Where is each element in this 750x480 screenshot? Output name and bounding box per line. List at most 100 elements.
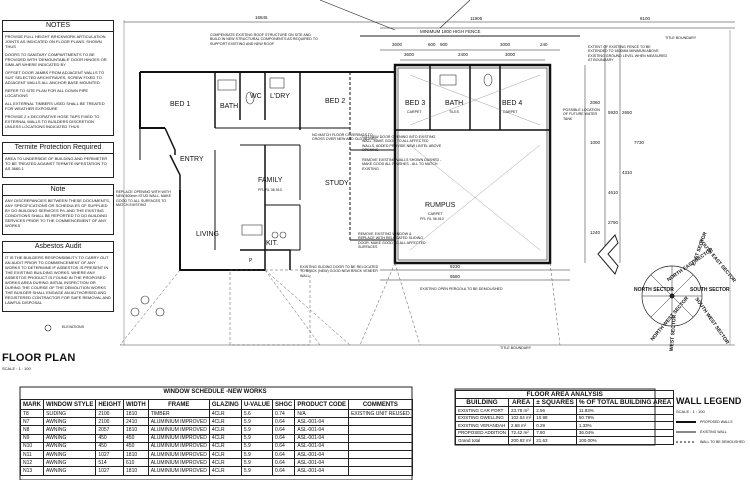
room-bed1: BED 1 [170,101,191,108]
termite-title: Termite Protection Required [3,143,113,154]
note-line: AREA TO UNDERSIDE OF BUILDING AND PERIME… [5,156,108,171]
table-cell: 0.74 [272,408,296,419]
table-cell [348,433,413,443]
table-cell: 0.29 [533,421,577,430]
table-cell: 1810 [123,425,149,435]
table-cell: 0.64 [272,425,296,435]
table-header: BUILDING [454,398,510,407]
note-line: OFFSET DOOR JAMBS FROM ADJACENT WALLS TO… [5,70,105,85]
table-cell: 1810 [123,466,149,476]
table-cell: 0.64 [272,433,296,443]
table-cell: 11.83% [575,406,675,415]
table-cell: N11 [20,449,44,460]
table-cell: ALUMINIUM IMPROVED [147,449,210,460]
dim-3000b: 3000 [500,42,511,47]
room-bath2-finish: TILES [449,110,459,114]
title-boundary-bottom: TITLE BOUNDARY [500,346,532,350]
room-rumpus: RUMPUS [425,202,456,209]
dim-2400: 2400 [458,52,469,57]
area-analysis-title: FLOOR AREA ANALYSIS [454,390,675,399]
table-cell: 4CLR [208,408,242,419]
annotation-tank: POSSIBLE LOCATION OF FUTURE WATER TANK [563,108,600,121]
table-cell: ALUMINIUM IMPROVED [147,466,210,476]
table-cell: ASL-001-04 [294,441,350,451]
note-line: REFER TO SITE PLAN FOR ALL DOWN PIPE LOC… [5,88,89,98]
table-cell: AWNING [42,433,97,443]
table-cell: 1.33% [575,421,675,430]
table-cell: AWNING [42,425,97,435]
table-cell: TIMBER [147,408,210,419]
table-cell: Grand total [454,436,510,445]
table-header: GLAZING [208,399,242,410]
dim-3000a: 3000 [392,42,403,47]
table-cell: N12 [20,458,44,468]
wall-legend-scale: SCALE : 1 : 100 [676,409,705,414]
dim-8100: 8100 [640,16,651,21]
dim-2060: 2060 [590,100,601,105]
table-cell: 4CLR [208,433,242,443]
table-cell: ALUMINIUM IMPROVED [147,433,210,443]
table-header: FRAME [147,399,210,410]
table-cell: 5.9 [240,425,274,435]
dim-7730: 7730 [634,140,645,145]
table-cell: ALUMINIUM IMPROVED [147,441,210,451]
title-boundary-top: TITLE BOUNDARY [665,36,697,40]
table-cell: 0.64 [272,458,296,468]
table-cell: N13 [20,466,44,476]
notes-title: NOTES [3,21,113,32]
table-header: HEIGHT [95,399,125,410]
room-bed3-finish: CARPET [407,110,422,114]
room-rumpus-finish: CARPET [428,212,443,216]
table-cell: 514 [95,458,125,468]
table-cell: ALUMINIUM IMPROVED [147,425,210,435]
notes-box: NOTES PROVIDE FULL HEIGHT BRICKWORK ARTI… [2,20,114,136]
room-rumpus-level: FFL RL 36.910 [420,217,444,221]
room-bed3: BED 3 [405,100,426,107]
table-cell: ALUMINIUM IMPROVED [147,417,210,427]
table-cell [348,441,413,451]
table-cell: 5.9 [240,433,274,443]
wall-legend-title: WALL LEGEND [676,396,742,406]
table-cell [348,449,413,460]
table-cell: ASL-001-04 [294,466,350,476]
table-cell [348,425,413,435]
table-cell: 1810 [123,449,149,460]
table-cell: 21.63 [533,436,577,445]
room-bed4-finish: CARPET [503,110,518,114]
table-cell: N9 [20,433,44,443]
legend-proposed: PROPOSED WALLS [700,420,733,424]
dim-3600: 3600 [404,52,415,57]
table-cell: ASL-001-04 [294,417,350,427]
note-line: DOORS TO SANITARY COMPARTMENTS TO BE PRO… [5,52,107,67]
table-cell: 2.68 m² [508,421,535,430]
dim-9230: 9230 [450,264,461,269]
dim-4610: 4610 [608,190,619,195]
table-cell: 5.9 [240,449,274,460]
table-cell: EXISTING UNIT REUSED [348,408,413,419]
table-cell [348,458,413,468]
table-cell: 0.64 [272,466,296,476]
table-cell: 2100 [95,408,125,419]
annotation-window: REMOVE EXISTING WINDOW & REPLACE WITH RE… [358,232,426,249]
table-cell: 72.42 m² [508,428,535,437]
table-cell: PROPOSED ADDITION [454,428,510,437]
table-cell: 2057 [95,425,125,435]
annotation-walls: REMOVE EXISTING WALLS SHOWN DASHED - MAK… [362,158,442,171]
table-header: ± SQUARES [533,398,577,407]
legend-existing: EXISTING WALL [700,430,727,434]
sheet-scale: SCALE : 1 : 100 [2,366,31,371]
table-cell: 10.98 [533,413,577,422]
note-box: Note ANY DISCREPANCIES BETWEEN THESE DOC… [2,184,114,235]
room-entry: ENTRY [180,156,204,163]
table-cell: ASL-001-04 [294,425,350,435]
table-cell: 1027 [95,449,125,460]
table-header: COMMENTS [348,399,413,410]
table-cell: ALUMINIUM IMPROVED [147,458,210,468]
room-family: FAMILY [258,177,283,184]
table-header: % OF TOTAL BUILDING AREA [575,398,675,407]
